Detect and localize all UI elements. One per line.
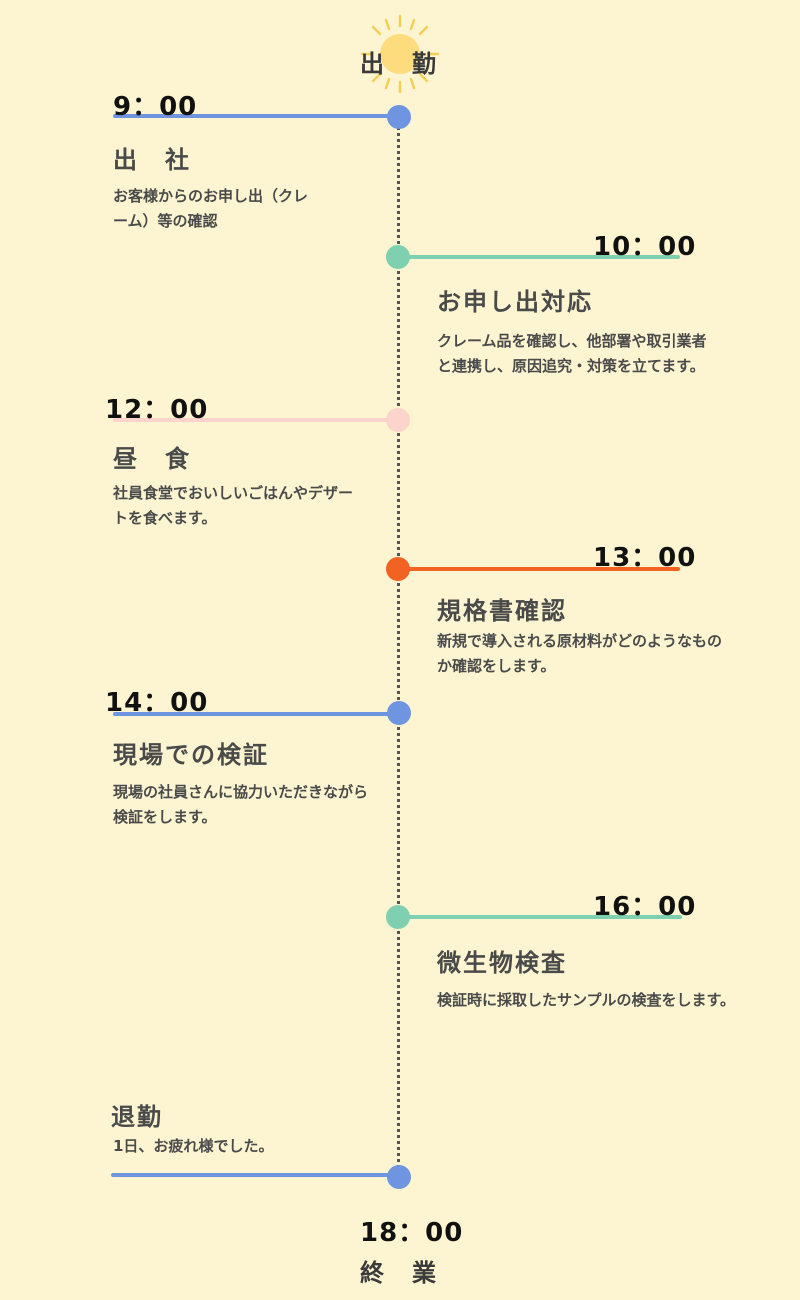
event-desc-1600: 検証時に採取したサンプルの検査をします。: [437, 991, 736, 1009]
event-time-0900: 9：00: [113, 92, 198, 122]
event-dot-1200: [386, 408, 410, 432]
event-time-1000: 10：00: [593, 232, 697, 262]
event-desc-1200: 社員食堂でおいしいごはんやデザートを食べます。: [113, 484, 354, 527]
event-desc-0900: お客様からのお申し出（クレーム）等の確認: [113, 187, 309, 230]
event-line-1400: [113, 712, 398, 716]
event-title-1200: 昼 食: [113, 445, 191, 473]
start-label: 出 勤: [360, 50, 438, 78]
event-dot-0900: [387, 105, 411, 129]
event-desc-1000: クレーム品を確認し、他部署や取引業者と連携し、原因追究・対策を立てます。: [437, 332, 707, 375]
event-time-1600: 16：00: [593, 892, 697, 922]
event-dot-1300: [386, 557, 410, 581]
timeline-axis: [397, 120, 400, 1180]
event-dot-1400: [387, 701, 411, 725]
event-line-1200: [113, 418, 398, 422]
event-title-1300: 規格書確認: [437, 597, 567, 625]
event-title-1000: お申し出対応: [437, 288, 593, 316]
event-time-1400: 14：00: [105, 688, 209, 718]
end-label: 終 業: [360, 1259, 438, 1287]
event-title-1400: 現場での検証: [113, 741, 269, 769]
event-time-1300: 13：00: [593, 543, 697, 573]
event-title-0900: 出 社: [113, 146, 191, 174]
event-title-leave: 退勤: [111, 1103, 163, 1131]
event-line-0900: [113, 114, 398, 118]
event-dot-1600: [386, 905, 410, 929]
event-time-1200: 12：00: [105, 395, 209, 425]
event-dot-1000: [386, 245, 410, 269]
event-desc-1400: 現場の社員さんに協力いただきながら検証をします。: [113, 783, 369, 826]
event-dot-leave: [387, 1165, 411, 1189]
event-desc-1300: 新規で導入される原材料がどのようなものか確認をします。: [437, 632, 723, 675]
event-line-1600: [400, 915, 682, 919]
sun-icon: [360, 14, 440, 94]
end-time: 18：00: [360, 1218, 464, 1248]
event-line-leave: [111, 1173, 398, 1177]
event-title-1600: 微生物検査: [437, 949, 567, 977]
event-line-1000: [400, 255, 680, 259]
event-desc-leave: 1日、お疲れ様でした。: [113, 1137, 274, 1155]
event-line-1300: [400, 567, 680, 571]
